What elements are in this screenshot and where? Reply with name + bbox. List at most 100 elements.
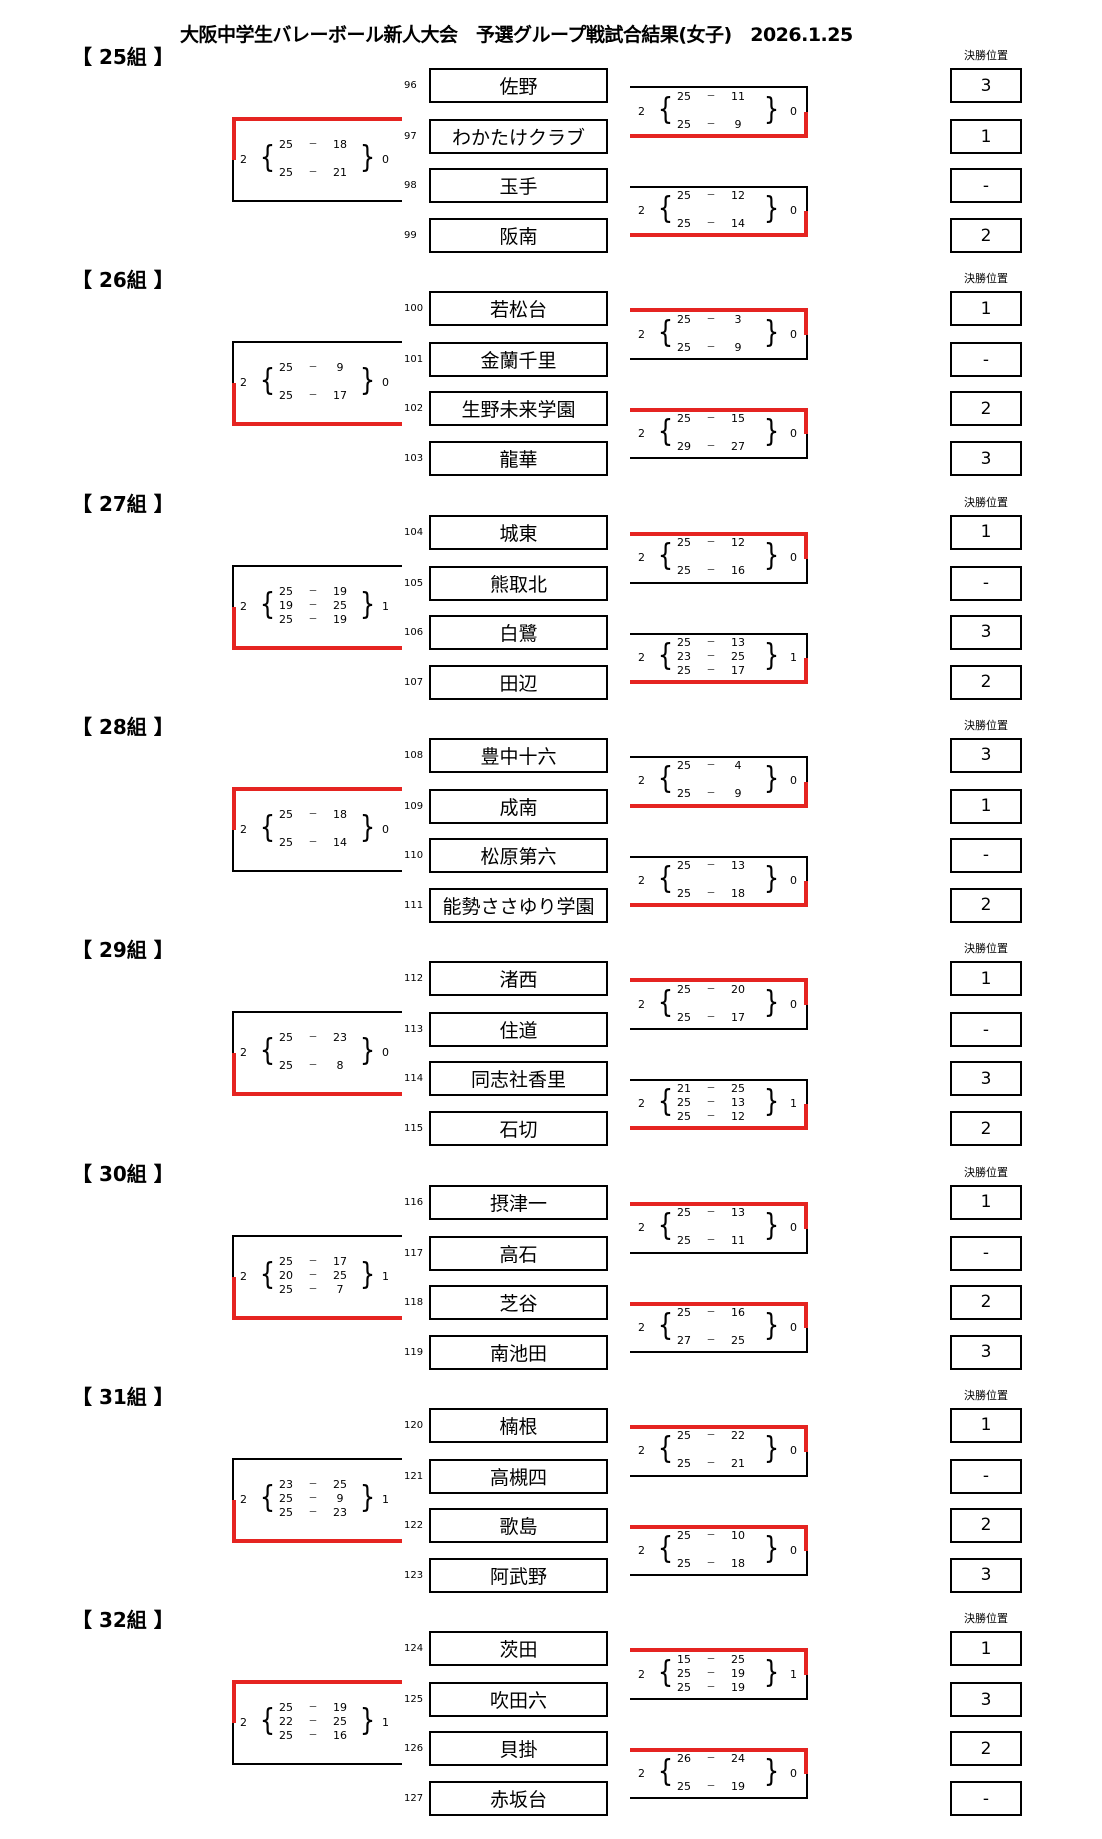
bracket-lower-vertical — [804, 211, 808, 236]
score-dash: － — [308, 1270, 318, 1281]
brace-right-icon: } — [763, 860, 780, 896]
set-score-home — [276, 152, 296, 166]
score-dash: － — [308, 1703, 318, 1714]
set-score-row: 27－25 — [674, 1334, 748, 1348]
sets-won-left: 2 — [638, 774, 645, 788]
bracket-upper-vertical — [232, 341, 234, 384]
sets-won-left: 2 — [638, 1097, 645, 1111]
brace-right-icon: } — [359, 1703, 376, 1739]
bracket-upper-vertical — [232, 1681, 236, 1724]
score-dash: － — [706, 761, 716, 772]
set-score-home — [674, 997, 694, 1011]
score-dash: － — [308, 614, 318, 625]
brace-left-icon: { — [657, 761, 674, 797]
set-score-away: 14 — [731, 217, 745, 230]
sets-won-left: 2 — [240, 376, 247, 390]
bracket-lower-vertical — [232, 1276, 236, 1319]
set-score-away: 25 — [731, 1652, 745, 1666]
set-score-away: 19 — [333, 1701, 347, 1715]
set-score-away — [728, 997, 748, 1011]
set-score-away: 24 — [731, 1752, 745, 1766]
set-score-row: 20－25 — [276, 1269, 350, 1283]
set-score-row — [674, 997, 748, 1011]
set-score-home — [276, 375, 296, 389]
score-dash: － — [706, 1654, 716, 1665]
set-score-away: 9 — [734, 787, 742, 801]
final-position-box: - — [950, 1012, 1022, 1048]
score-dash: － — [308, 1284, 318, 1295]
final-position-box: - — [950, 1458, 1022, 1494]
set-score-home: 25 — [677, 1556, 691, 1570]
sets-won-left: 2 — [638, 551, 645, 565]
bracket-lower-vertical — [804, 781, 808, 807]
set-score-home — [674, 426, 694, 440]
bracket-top-line — [630, 186, 808, 188]
set-score-home — [674, 327, 694, 341]
team-name-box: 成南 — [429, 788, 608, 824]
sets-won-left: 2 — [240, 599, 247, 613]
score-dash: － — [308, 363, 318, 374]
set-score-home — [674, 550, 694, 564]
set-score-row: 25－17 — [674, 1011, 748, 1025]
set-score-row — [276, 375, 350, 389]
team-seed-number: 124 — [404, 1643, 424, 1655]
set-score-row: 25－9 — [674, 341, 748, 355]
bracket-upper-vertical — [232, 787, 236, 830]
set-score-home: 25 — [677, 858, 691, 872]
bracket-lower-vertical — [804, 112, 808, 137]
team-seed-number: 113 — [404, 1024, 424, 1036]
team-seed-number: 123 — [404, 1569, 424, 1581]
final-position-box: 1 — [950, 291, 1022, 327]
group-header: 【 27組 】 — [72, 491, 174, 516]
brace-right-icon: } — [763, 314, 780, 350]
set-score-away — [330, 152, 350, 166]
set-score-away: 19 — [731, 1680, 745, 1694]
sets-won-right: 0 — [382, 376, 389, 390]
group-header: 【 28組 】 — [72, 714, 174, 739]
set-score-home: 25 — [677, 982, 691, 996]
set-score-away: 12 — [731, 189, 745, 202]
set-score-away — [728, 327, 748, 341]
bracket-lower-vertical — [806, 1327, 808, 1353]
bracket-top-line — [630, 978, 808, 983]
set-score-away: 11 — [731, 89, 745, 103]
set-score-home: 25 — [677, 1780, 691, 1794]
score-dash: － — [308, 1731, 318, 1742]
team-name-box: 能勢ささゆり学園 — [429, 887, 608, 923]
bracket-bottom-line — [232, 422, 402, 427]
set-score-home: 25 — [279, 1701, 293, 1715]
score-dash: － — [308, 809, 318, 820]
page-title: 大阪中学生バレーボール新人大会 予選グループ戦試合結果(女子) 2026.1.2… — [180, 24, 853, 46]
team-name-box: 摂津一 — [429, 1184, 608, 1220]
set-score-away: 15 — [731, 412, 745, 426]
bracket-bottom-line — [232, 645, 402, 650]
set-score-away: 20 — [731, 982, 745, 996]
brace-right-icon: } — [763, 91, 780, 127]
final-position-box: 2 — [950, 218, 1022, 253]
final-position-box: 1 — [950, 514, 1022, 550]
bracket-bottom-line — [232, 1538, 402, 1543]
set-score-away: 25 — [333, 1715, 347, 1729]
brace-right-icon: } — [763, 1654, 780, 1690]
set-score-home: 23 — [677, 649, 691, 663]
set-score-row: 25－17 — [276, 389, 350, 403]
sets-won-left: 2 — [240, 822, 247, 836]
bracket-bottom-line — [630, 1028, 808, 1031]
set-score-home: 21 — [677, 1082, 691, 1096]
bracket-bottom-line — [630, 1126, 808, 1131]
set-score-row: 25－13 — [674, 1096, 748, 1110]
set-score-row: 25－10 — [674, 1529, 748, 1543]
bracket-lower-vertical — [232, 1723, 234, 1766]
final-position-box: - — [950, 342, 1022, 378]
